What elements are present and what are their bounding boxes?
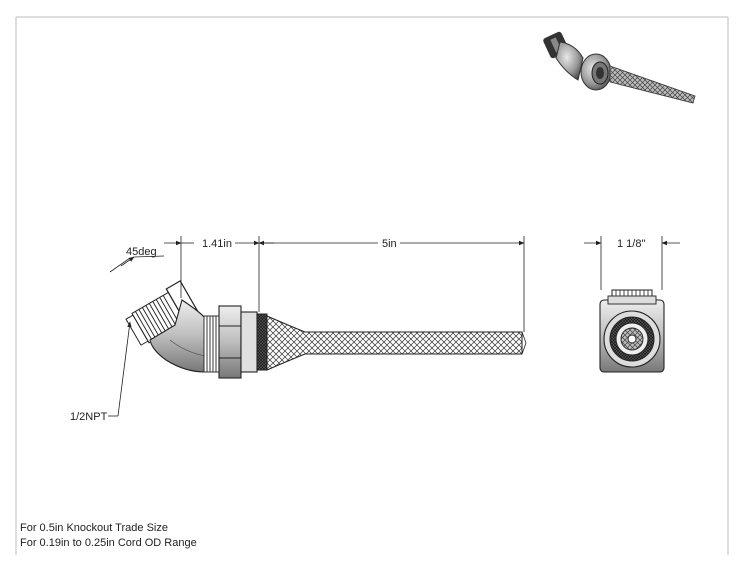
side-view xyxy=(125,280,527,379)
fitting-length-dimension: 1.41in xyxy=(202,238,232,250)
dimension-labels: 45deg 1.41in 5in 1 1/8" 1/2NPT xyxy=(70,238,645,423)
note-knockout-size: For 0.5in Knockout Trade Size xyxy=(20,522,168,534)
angle-dimension: 45deg xyxy=(126,246,157,258)
hex-nut xyxy=(218,305,242,379)
cord-grip-mesh xyxy=(266,315,523,371)
dimension-lines xyxy=(108,236,680,417)
sealing-cap xyxy=(240,311,268,373)
isometric-preview xyxy=(543,31,696,104)
cord-length-dimension: 5in xyxy=(382,238,397,250)
outlet-thread xyxy=(203,315,221,373)
end-view xyxy=(599,289,665,373)
sheet-frame xyxy=(15,16,729,555)
width-dimension: 1 1/8" xyxy=(617,238,645,250)
thread-size-callout: 1/2NPT xyxy=(70,411,108,423)
elbow-body xyxy=(149,299,206,373)
note-cord-od-range: For 0.19in to 0.25in Cord OD Range xyxy=(20,537,197,549)
